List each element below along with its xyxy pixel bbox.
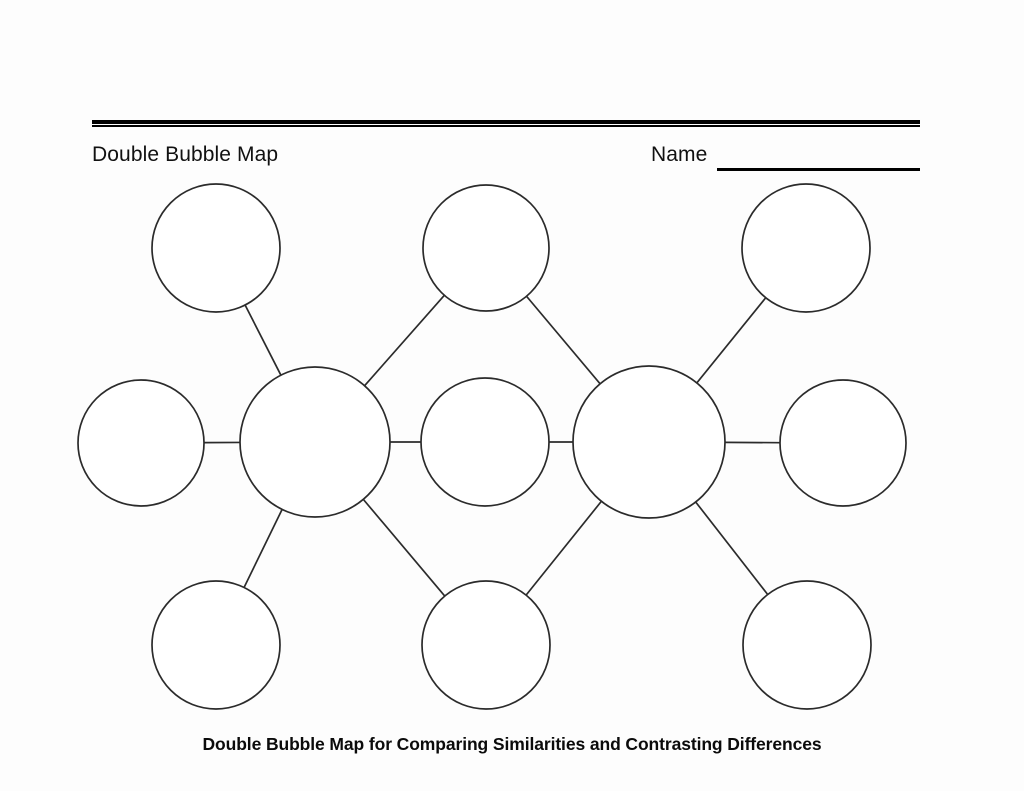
bubble-difference-left-bottom[interactable] <box>151 580 281 710</box>
bubble-outline[interactable] <box>422 184 550 312</box>
bubble-similarity-center[interactable] <box>420 377 550 507</box>
bubble-difference-right-side[interactable] <box>779 379 907 507</box>
bubble-outline[interactable] <box>741 183 871 313</box>
header-rule-thin <box>92 125 920 127</box>
bubble-outline[interactable] <box>572 365 726 519</box>
bubble-outline[interactable] <box>151 580 281 710</box>
connection-line <box>362 498 446 597</box>
bubble-difference-right-bottom[interactable] <box>742 580 872 710</box>
caption-text: Double Bubble Map for Comparing Similari… <box>202 734 822 754</box>
bubble-similarity-top[interactable] <box>422 184 550 312</box>
bubble-topic-right[interactable] <box>572 365 726 519</box>
connection-line <box>525 295 601 385</box>
connection-lines <box>203 294 781 597</box>
page-title: Double Bubble Map <box>92 143 279 166</box>
connection-line <box>696 297 767 384</box>
bubble-difference-right-top[interactable] <box>741 183 871 313</box>
connection-line <box>244 304 282 376</box>
header-double-rule <box>92 120 920 127</box>
bubble-group <box>77 183 907 710</box>
connection-line <box>695 501 769 596</box>
connection-line <box>363 294 445 387</box>
name-label: Name <box>651 143 708 166</box>
header-rule-thick <box>92 120 920 124</box>
bubble-difference-left-side[interactable] <box>77 379 205 507</box>
bubble-outline[interactable] <box>779 379 907 507</box>
bubble-similarity-bottom[interactable] <box>421 580 551 710</box>
name-input-line[interactable] <box>717 168 920 171</box>
bubble-outline[interactable] <box>421 580 551 710</box>
bubble-outline[interactable] <box>420 377 550 507</box>
bubble-outline[interactable] <box>151 183 281 313</box>
bubble-outline[interactable] <box>239 366 391 518</box>
connection-line <box>243 509 283 588</box>
bubble-outline[interactable] <box>742 580 872 710</box>
bubble-topic-left[interactable] <box>239 366 391 518</box>
bubble-difference-left-top[interactable] <box>151 183 281 313</box>
connection-line <box>525 500 603 596</box>
bubble-outline[interactable] <box>77 379 205 507</box>
